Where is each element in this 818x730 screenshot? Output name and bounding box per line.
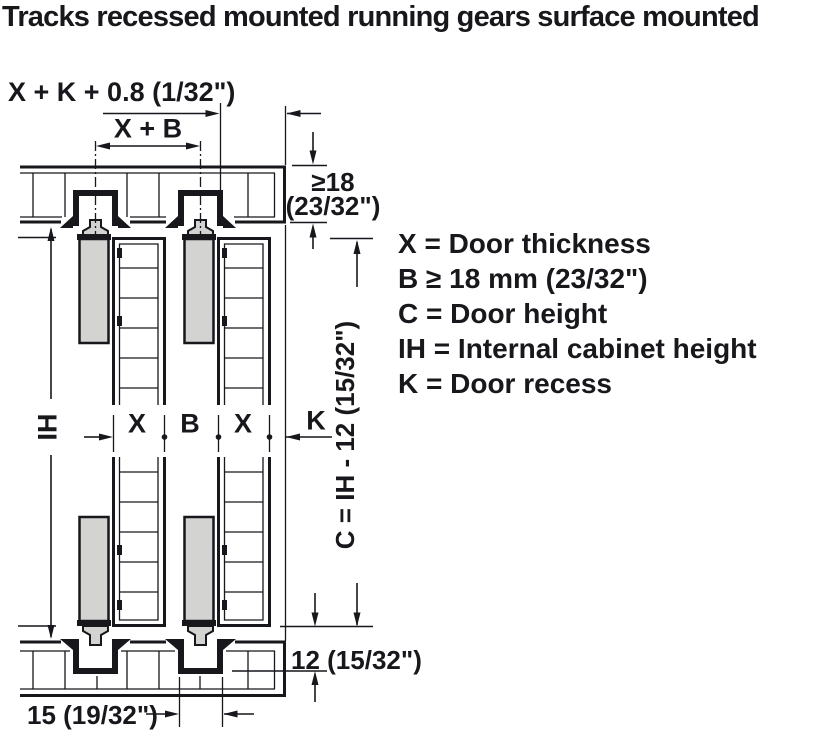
page-title: Tracks recessed mounted running gears su… bbox=[2, 1, 760, 33]
dim-door1-thickness-label: X bbox=[127, 408, 147, 439]
dim-panel-thickness-value: ≥18 bbox=[311, 167, 355, 197]
legend-item-door-recess: K = Door recess bbox=[398, 368, 612, 399]
door-left-top-section bbox=[75, 218, 166, 407]
door-right-bottom-section bbox=[180, 455, 271, 647]
dim-door-gap-label: B bbox=[180, 408, 200, 439]
dim-door-height-label: C = IH - 12 (15/32") bbox=[330, 320, 360, 550]
dim-panel-thickness-inches: (23/32") bbox=[285, 191, 381, 221]
dim-panel-thickness bbox=[290, 132, 327, 249]
legend-item-door-thickness: X = Door thickness bbox=[398, 228, 651, 259]
door-left-bottom-section bbox=[75, 455, 166, 647]
legend-item-internal-height: IH = Internal cabinet height bbox=[398, 333, 757, 364]
legend: X = Door thickness B ≥ 18 mm (23/32") C … bbox=[398, 226, 757, 401]
dim-track-spacing-label: X + B bbox=[113, 113, 183, 144]
dim-internal-height-label: IH bbox=[32, 413, 63, 441]
legend-item-gap-b: B ≥ 18 mm (23/32") bbox=[398, 263, 648, 294]
dim-groove-offset bbox=[146, 677, 254, 727]
dim-track-spacing bbox=[96, 142, 200, 150]
dim-bottom-clearance bbox=[232, 593, 327, 702]
dim-door-recess-label: K bbox=[306, 405, 326, 436]
legend-item-door-height: C = Door height bbox=[398, 298, 608, 329]
dim-door-thickness-row bbox=[84, 415, 332, 452]
bottom-panel bbox=[20, 640, 286, 697]
dim-top-offset-label: X + K + 0.8 (1/32") bbox=[8, 77, 236, 107]
dim-bottom-clearance-label: 12 (15/32") bbox=[291, 645, 422, 675]
dim-door-height bbox=[280, 237, 373, 628]
top-panel bbox=[20, 165, 286, 224]
dim-internal-height bbox=[18, 227, 56, 639]
track-centerlines bbox=[94, 141, 202, 237]
dim-top-offset bbox=[103, 103, 321, 190]
dim-door2-thickness-label: X bbox=[233, 408, 253, 439]
door-right-top-section bbox=[180, 218, 271, 407]
dim-groove-offset-label: 15 (19/32") bbox=[27, 700, 158, 730]
